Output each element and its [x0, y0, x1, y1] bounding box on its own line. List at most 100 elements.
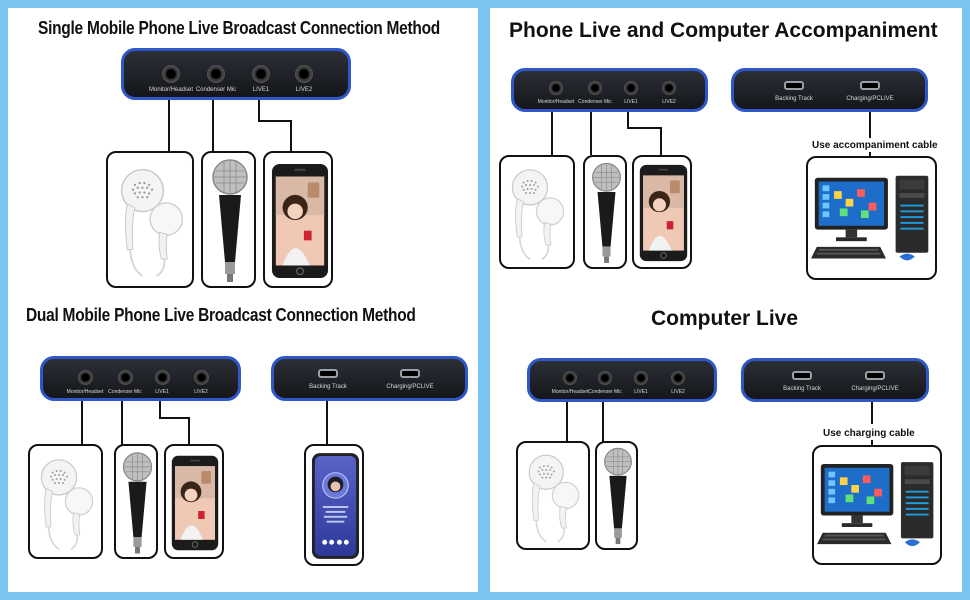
- smartphone-icon: [271, 160, 329, 282]
- port-label-charging: Charging/PCLIVE: [851, 386, 899, 392]
- microphone-box: [583, 155, 627, 269]
- port-label-monitor: Monitor/Headset: [66, 389, 104, 395]
- cable-line: [159, 401, 161, 419]
- port-label-live1: LIVE1: [252, 87, 270, 93]
- cable-line: [551, 112, 553, 155]
- port-label-live1: LIVE1: [634, 389, 648, 395]
- accompaniment-device-live: Backing Track Charging/PCLIVE: [741, 358, 929, 402]
- cable-note-accompaniment: Use accompaniment cable: [812, 140, 938, 151]
- monitor-jack: [78, 370, 93, 385]
- audio-interface-device-live: Monitor/Headset Condenser Mic LIVE1 LIVE…: [527, 358, 717, 402]
- audio-interface-device-pc: Monitor/Headset Condenser Mic LIVE1 LIVE…: [511, 68, 708, 112]
- accompaniment-device-pc: Backing Track Charging/PCLIVE: [731, 68, 928, 112]
- live1-jack: [155, 370, 170, 385]
- cable-line: [258, 120, 292, 122]
- accompaniment-device-dual: Backing Track Charging/PCLIVE: [271, 356, 468, 401]
- mic-jack: [588, 81, 602, 95]
- smartphone-icon: [311, 451, 360, 561]
- cable-line: [168, 100, 170, 152]
- port-label-mic: Condenser Mic: [108, 389, 142, 395]
- microphone-icon: [590, 161, 623, 267]
- computer-box: [812, 445, 942, 565]
- monitor-jack: [563, 371, 577, 385]
- microphone-icon: [210, 157, 250, 287]
- computer-icon: [811, 168, 936, 272]
- port-label-live2: LIVE2: [194, 389, 208, 395]
- port-label-live2: LIVE2: [295, 87, 313, 93]
- cable-line: [602, 402, 604, 442]
- cable-line: [869, 112, 871, 138]
- earphones-box: [499, 155, 575, 269]
- earphones-icon: [523, 447, 585, 547]
- port-label-charging: Charging/PCLIVE: [846, 96, 894, 102]
- cable-line: [627, 127, 662, 129]
- cable-line: [81, 401, 83, 445]
- charging-port: [860, 81, 880, 90]
- cable-line: [566, 402, 568, 442]
- microphone-box: [201, 151, 256, 288]
- cable-line: [627, 112, 629, 129]
- cable-line: [326, 401, 328, 445]
- mic-jack: [118, 370, 133, 385]
- port-label-backing: Backing Track: [783, 386, 821, 392]
- cable-line: [871, 440, 873, 446]
- phone-box: [632, 155, 692, 269]
- smartphone-icon: [639, 162, 688, 264]
- earphones-box: [28, 444, 103, 559]
- monitor-jack: [549, 81, 563, 95]
- earphones-box: [106, 151, 194, 288]
- live2-jack: [671, 371, 685, 385]
- port-label-mic: Condenser Mic: [588, 389, 622, 395]
- live2-jack: [662, 81, 676, 95]
- port-label-backing: Backing Track: [775, 96, 813, 102]
- cable-line: [188, 417, 190, 445]
- earphones-box: [516, 441, 590, 550]
- earphones-icon: [35, 451, 99, 555]
- computer-icon: [817, 455, 941, 557]
- port-label-live1: LIVE1: [155, 389, 169, 395]
- monitor-jack: [162, 65, 180, 83]
- backing-track-port: [318, 369, 338, 378]
- port-label-live2: LIVE2: [662, 99, 676, 105]
- charging-port: [400, 369, 420, 378]
- port-label-live1: LIVE1: [624, 99, 638, 105]
- phone-box: [164, 444, 224, 559]
- cable-line: [290, 120, 292, 152]
- port-label-live2: LIVE2: [671, 389, 685, 395]
- port-label-mic: Condenser Mic: [195, 87, 237, 93]
- microphone-box: [114, 444, 158, 559]
- cable-line: [258, 100, 260, 122]
- port-label-backing: Backing Track: [309, 384, 347, 390]
- backing-track-port: [792, 371, 812, 380]
- cable-line: [590, 112, 592, 155]
- title-computer-live: Computer Live: [651, 307, 799, 330]
- live2-jack: [295, 65, 313, 83]
- cable-note-charging: Use charging cable: [823, 428, 915, 439]
- microphone-box: [595, 441, 638, 550]
- live2-jack: [194, 370, 209, 385]
- cable-line: [871, 402, 873, 424]
- title-single: Single Mobile Phone Live Broadcast Conne…: [38, 18, 441, 38]
- phone-box: [263, 151, 333, 288]
- live1-jack: [252, 65, 270, 83]
- cable-line: [660, 127, 662, 155]
- backing-track-port: [784, 81, 804, 90]
- port-label-monitor: Monitor/Headset: [148, 87, 194, 93]
- port-label-monitor: Monitor/Headset: [537, 99, 575, 105]
- microphone-icon: [602, 446, 634, 548]
- title-phone-computer: Phone Live and Computer Accompaniment: [509, 19, 938, 42]
- audio-interface-device-dual: Monitor/Headset Condenser Mic LIVE1 LIVE…: [40, 356, 241, 401]
- mic-jack: [598, 371, 612, 385]
- mic-jack: [207, 65, 225, 83]
- port-label-monitor: Monitor/Headset: [551, 389, 589, 395]
- earphones-icon: [114, 159, 190, 283]
- title-dual: Dual Mobile Phone Live Broadcast Connect…: [26, 305, 416, 325]
- cable-line: [159, 417, 190, 419]
- port-label-charging: Charging/PCLIVE: [386, 384, 434, 390]
- microphone-icon: [121, 450, 154, 558]
- live1-jack: [624, 81, 638, 95]
- cable-line: [121, 401, 123, 445]
- smartphone-icon: [171, 452, 219, 554]
- cable-line: [869, 152, 871, 156]
- live1-jack: [634, 371, 648, 385]
